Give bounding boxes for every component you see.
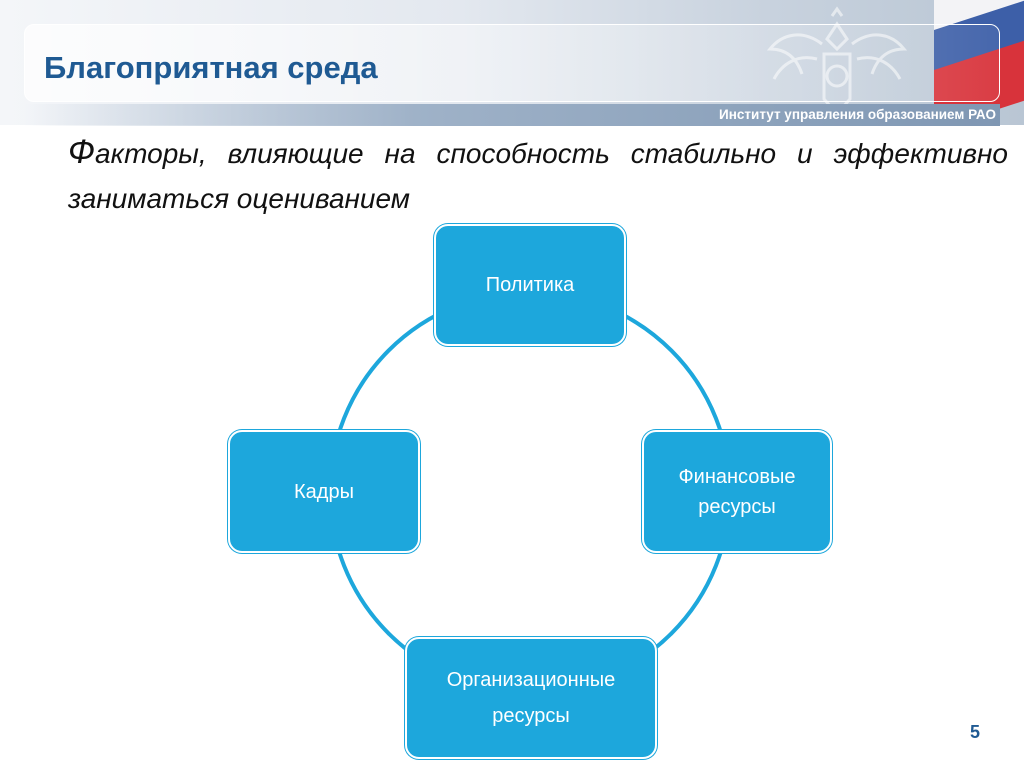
title-frame <box>24 24 1000 102</box>
slide-title: Благоприятная среда <box>44 50 378 85</box>
institute-name: Институт управления образованием РАО <box>719 107 996 122</box>
node-staff-label: Кадры <box>294 480 354 503</box>
node-politics: Политика <box>434 224 626 346</box>
institute-bar <box>24 104 1000 126</box>
lead-text: Факторы, влияющие на способность стабиль… <box>68 130 1008 221</box>
node-org-label: Организационные ресурсы <box>446 669 616 727</box>
node-finance-label: Финансовые ресурсы <box>678 465 796 518</box>
node-finance: Финансовые ресурсы <box>642 430 832 553</box>
node-org: Организационные ресурсы <box>405 637 657 759</box>
node-staff: Кадры <box>228 430 420 553</box>
lead-first-letter: Ф <box>68 133 96 171</box>
lead-rest: акторы, влияющие на способность стабильн… <box>68 138 1008 214</box>
page-number: 5 <box>970 722 981 742</box>
node-politics-label: Политика <box>485 274 575 296</box>
